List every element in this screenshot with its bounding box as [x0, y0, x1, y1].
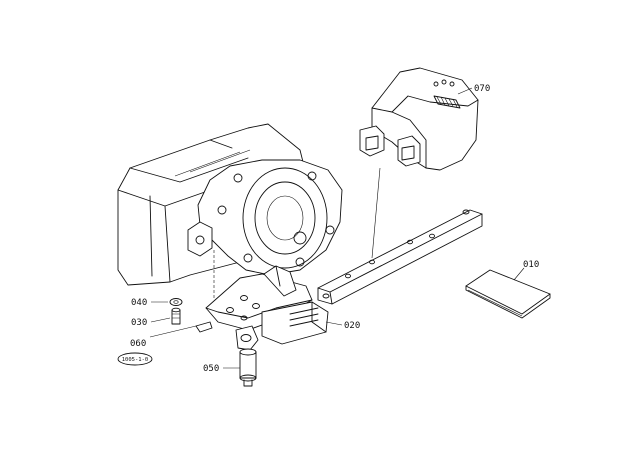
clip-part-060 — [195, 321, 213, 333]
label-010: 010 — [523, 260, 539, 270]
reference-oval-tag: 1005-1-0 — [117, 352, 153, 366]
leader-lines — [149, 87, 525, 369]
label-040: 040 — [131, 298, 147, 308]
cover-part-070 — [359, 67, 479, 171]
transmission-housing — [117, 123, 343, 300]
label-030: 030 — [131, 318, 147, 328]
vent-grille — [433, 95, 461, 109]
washer-part-040 — [169, 298, 183, 306]
label-070: 070 — [474, 84, 490, 94]
cover-alignment-line — [371, 167, 381, 259]
part-labels: 010 020 030 040 050 060 070 — [130, 84, 539, 374]
label-020: 020 — [344, 321, 360, 331]
bolt-part-030 — [171, 307, 181, 325]
bracket-part-020 — [205, 265, 329, 351]
oval-tag-text: 1005-1-0 — [122, 357, 149, 363]
frame-rail — [317, 209, 483, 305]
label-050: 050 — [203, 364, 219, 374]
manual-part-010 — [465, 269, 551, 319]
pin-part-050 — [239, 348, 257, 387]
label-060: 060 — [130, 339, 146, 349]
